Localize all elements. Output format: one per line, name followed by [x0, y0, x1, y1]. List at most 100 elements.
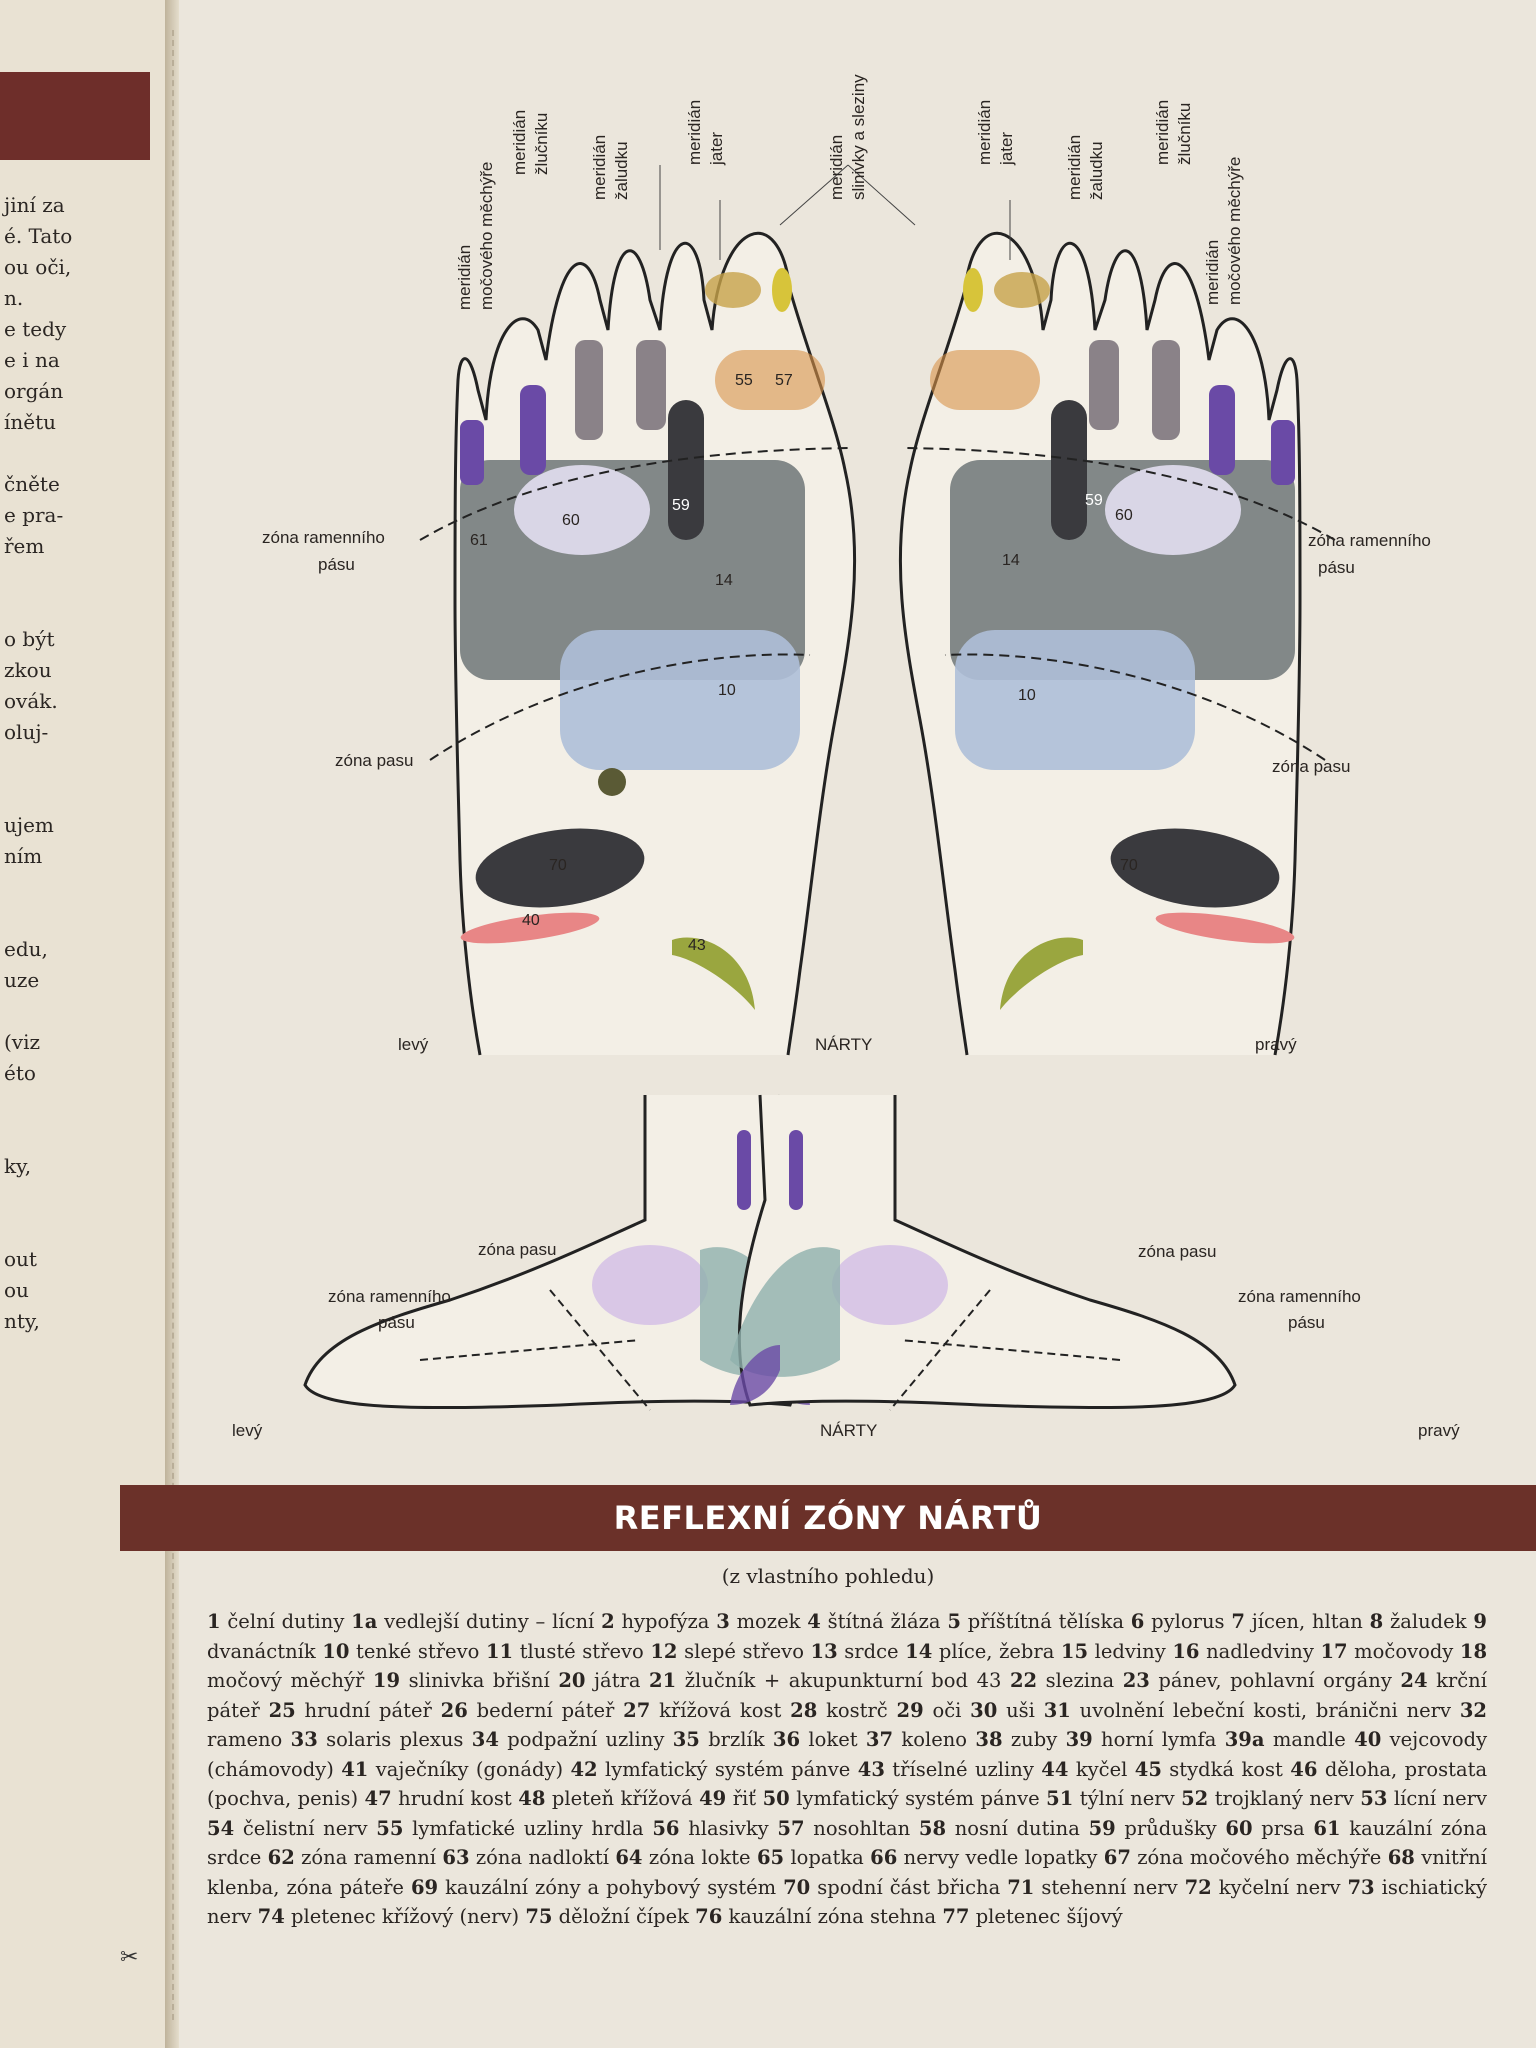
- left-zone-55: [715, 350, 825, 410]
- label-14: 14: [715, 572, 733, 589]
- legend-number: 12: [650, 1639, 678, 1663]
- legend-number: 57: [777, 1816, 805, 1840]
- left-page-line: zkou: [4, 658, 52, 682]
- legend-text: nosní dutina: [954, 1816, 1080, 1840]
- side-left-top: levý: [398, 1035, 429, 1054]
- legend-text: pletenec křížový (nerv): [290, 1905, 520, 1928]
- legend-text: trojklaný nerv: [1214, 1787, 1354, 1810]
- page-subtitle: (z vlastního pohledu): [721, 1564, 935, 1588]
- legend-text: tenké střevo: [356, 1639, 480, 1663]
- legend-text: lymfatický systém pánve: [605, 1757, 851, 1781]
- legend-number: 6: [1130, 1610, 1145, 1633]
- legend-number: 70: [783, 1875, 811, 1899]
- label-59: 59: [672, 497, 690, 514]
- legend-number: 7: [1231, 1610, 1245, 1633]
- zone-shoulder-right-line2: pásu: [1318, 558, 1355, 577]
- legend-text: močový měchýř: [207, 1669, 365, 1692]
- left-zone-77: [772, 268, 792, 312]
- legend-text: děloha, prostata (pochva, penis): [207, 1757, 1488, 1811]
- side-left-bottom: levý: [232, 1421, 263, 1440]
- label-40: 40: [522, 912, 540, 929]
- legend-text: koleno: [901, 1728, 968, 1751]
- left-page-line: uze: [4, 968, 40, 992]
- legend-number: 13: [810, 1639, 838, 1663]
- left-page-line: e i na: [4, 348, 60, 372]
- legend-number: 40: [1354, 1728, 1382, 1751]
- legend-number: 11: [485, 1639, 514, 1663]
- left-page-line: ou: [4, 1278, 29, 1302]
- legend-number: 44: [1041, 1757, 1069, 1781]
- legend-number: 46: [1290, 1757, 1318, 1781]
- legend-text: křížová kost: [659, 1698, 782, 1722]
- legend-number: 63: [442, 1846, 470, 1869]
- legend-number: 73: [1347, 1875, 1375, 1899]
- legend-number: 24: [1400, 1669, 1428, 1692]
- legend-number: 43: [857, 1757, 885, 1781]
- legend-text: lymfatické uzliny hrdla: [412, 1816, 644, 1840]
- legend-text: uvolnění lebeční kosti, bránični nerv: [1079, 1698, 1452, 1722]
- left-zone-29a: [575, 340, 603, 440]
- legend-number: 22: [1009, 1669, 1038, 1692]
- reflex-zones-diagram: 61 60 59 14 10 55 57 70 40 43 14 10 59 6…: [232, 74, 1460, 1440]
- left-zone-58: [705, 272, 761, 308]
- legend-number: 25: [268, 1698, 296, 1722]
- legend-text: čelní dutiny: [227, 1610, 345, 1633]
- legend-number: 62: [267, 1846, 295, 1869]
- legend-number: 77: [942, 1905, 970, 1928]
- legend-number: 15: [1060, 1639, 1089, 1663]
- legend-text: kyčel: [1075, 1757, 1128, 1781]
- left-zone-shoulder-line: [419, 447, 851, 541]
- left-zone-70: [475, 828, 645, 908]
- legend-text: zóna ramenní: [301, 1846, 437, 1869]
- legend-number: 16: [1172, 1639, 1200, 1663]
- legend-text: ischiatický nerv: [207, 1875, 1487, 1929]
- label-r-10: 10: [1018, 687, 1036, 704]
- left-foot-top: 61 60 59 14 10 55 57 70 40 43: [419, 231, 857, 1056]
- legend-number: 17: [1320, 1639, 1348, 1663]
- legend-number: 48: [518, 1787, 546, 1810]
- legend-text: slezina: [1045, 1669, 1115, 1692]
- legend-number: 31: [1043, 1698, 1071, 1722]
- legend-number: 66: [870, 1846, 898, 1869]
- legend-number: 30: [970, 1698, 998, 1722]
- legend-text: dvanáctník: [207, 1639, 316, 1663]
- legend-text: štítná žláza: [827, 1610, 941, 1633]
- legend-number: 68: [1387, 1846, 1415, 1869]
- legend-number: 14: [905, 1639, 933, 1663]
- legend-number: 1: [207, 1610, 221, 1633]
- legend-text: kostrč: [826, 1698, 888, 1722]
- legend-text: stehenní nerv: [1041, 1875, 1178, 1899]
- right-foot-side: [730, 1094, 1237, 1411]
- side-zone-shoulder-left-1: zóna ramenního: [328, 1287, 451, 1306]
- legend-number: 39a: [1224, 1728, 1265, 1751]
- legend-number: 27: [623, 1698, 651, 1722]
- legend-text: kauzální zóna stehna: [728, 1905, 937, 1928]
- left-zone-waist-line: [429, 653, 811, 761]
- legend-number: 55: [376, 1816, 404, 1840]
- legend-number: 1a: [351, 1610, 378, 1633]
- legend-number: 59: [1088, 1816, 1116, 1840]
- left-page-line: o být: [4, 627, 55, 651]
- legend-number: 41: [341, 1757, 369, 1781]
- legend-text: žaludek: [1389, 1610, 1467, 1633]
- legend-text: krční páteř: [207, 1669, 1487, 1722]
- left-page-line: čněte: [4, 472, 60, 496]
- legend: 1 čelní dutiny 1a vedlejší dutiny – lícn…: [207, 1607, 1487, 1932]
- legend-text: lopatka: [790, 1846, 864, 1869]
- legend-text: srdce: [844, 1639, 899, 1663]
- legend-number: 71: [1007, 1875, 1035, 1899]
- label-10: 10: [718, 682, 736, 699]
- legend-number: 39: [1065, 1728, 1093, 1751]
- legend-number: 38: [975, 1728, 1003, 1751]
- legend-text: horní lymfa: [1101, 1728, 1217, 1751]
- legend-text: kyčelní nerv: [1218, 1875, 1341, 1899]
- left-zone-30: [460, 420, 484, 485]
- left-zone-10: [560, 630, 800, 770]
- legend-text: týlní nerv: [1079, 1787, 1175, 1810]
- legend-number: 8: [1369, 1610, 1384, 1633]
- legend-number: 51: [1046, 1787, 1074, 1810]
- legend-number: 47: [364, 1787, 392, 1810]
